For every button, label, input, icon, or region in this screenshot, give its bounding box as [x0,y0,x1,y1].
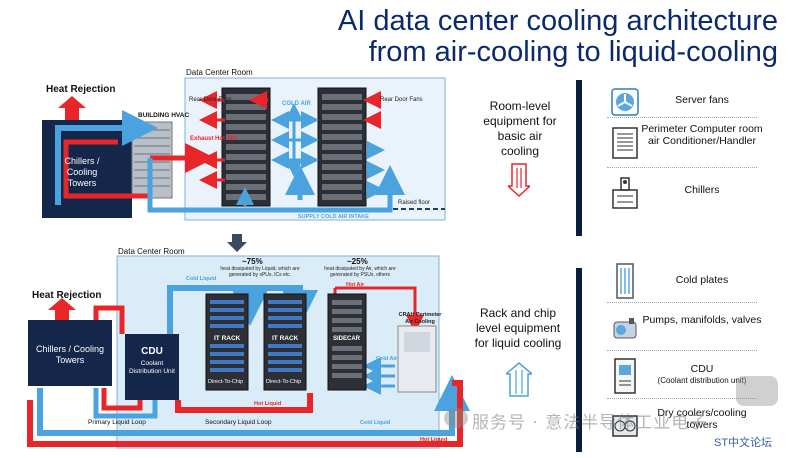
raised-floor-label: Raised floor [398,200,430,206]
room-level-text: Room-level equipment for basic air cooli… [483,99,557,158]
top-room-label: Data Center Room [186,68,253,77]
legend-server-fans-label: Server fans [675,94,729,106]
watermark-text: 服务号 · 意法半导体工业电子 [472,413,708,433]
legend-sep-5 [607,398,757,399]
cold-plate-icon [616,263,634,299]
heat-up-arrow [58,96,86,120]
liquid-cooling-diagram: Data Center Room Heat Rejection Cold Liq… [27,248,470,449]
legend-air-handler: Perimeter Computer room air Conditioner/… [605,121,763,169]
legend-sep-2 [607,167,757,168]
bottom-room-label: Data Center Room [118,248,185,256]
pct-air-desc: heat dissipated by Air, which are genera… [324,266,396,278]
cdu-title: CDU [141,346,163,357]
hot-liquid-mid-label: Hot Liquid [254,401,281,407]
bottom-heat-rejection-label: Heat Rejection [32,290,101,301]
legend-pumps: Pumps, manifolds, valves [605,306,762,354]
legend-sep-4 [607,350,757,351]
rack-level-cool-icon [506,362,532,397]
legend-sep-1 [607,117,757,118]
watermark-brand: ST中文论坛 [714,437,773,449]
legend-pumps-label: Pumps, manifolds, valves [642,314,762,326]
legend-chillers: Chillers [605,170,745,218]
legend-cdu-sub: (Coolant distribution unit) [657,376,747,385]
transition-down-arrow [227,234,247,252]
dtc-1-label: Direct-To-Chip [208,379,243,385]
rack-level-text: Rack and chip level equipment for liquid… [474,306,562,350]
room-level-heat-icon [508,163,530,198]
legend-cold-plates: Cold plates [605,258,745,306]
top-heat-rejection-label: Heat Rejection [46,84,115,95]
exhaust-hot-air-label: Exhaust Hot AIR [190,136,237,142]
dtc-2-label: Direct-To-Chip [266,379,301,385]
title-line-2: from air-cooling to liquid-cooling [368,36,778,68]
top-cold-air-label: COLD AIR [282,101,311,107]
air-cooling-diagram: Heat Rejection BUILDING HVAC Data Center… [42,68,446,221]
bottom-chillers-label: Chillers / Cooling Towers [35,344,105,365]
pct-air-label: ~25% [347,257,368,266]
dry-cooler-icon [612,415,638,437]
crah-label: CRAH Perimeter Air Cooling [398,312,442,325]
legend-top-bar [576,80,582,236]
fan-icon [611,88,639,116]
legend-server-fans: Server fans [605,80,745,128]
wechat-logo-icon [444,408,468,428]
legend-dry-coolers: Dry coolers/cooling towers [605,402,747,450]
it-rack-1-label: IT RACK [214,335,241,342]
secondary-loop-label: Secondary Liquid Loop [205,419,272,426]
hot-liquid-bottom-label: Hot Liquid [420,437,447,443]
sidecar-cold-air-label: Cold Air [376,356,398,362]
top-chillers-label: Chillers / Cooling Towers [64,156,100,188]
legend-cdu-label: CDU [690,363,714,375]
sidecar-label: SIDECAR [333,336,361,342]
pct-liquid-desc: heat dissipated by Liquid, which are gen… [220,266,300,278]
air-handler-icon [612,127,638,159]
sidecar-hot-air-label: Hot Air [346,282,365,288]
chiller-icon [612,177,638,209]
cdu-box [125,334,179,400]
legend-bottom-bar [576,268,582,452]
pump-icon [613,318,637,339]
legend-chillers-label: Chillers [684,184,720,196]
building-hvac-label: BUILDING HVAC [138,112,189,119]
legend-dry-coolers-label: Dry coolers/cooling towers [657,407,747,431]
page-title: AI data center cooling architecture from… [338,6,778,68]
rear-door-fans-left: Rear Door Fans [189,97,232,103]
legend-sep-3 [607,302,757,303]
rear-door-fans-right: Rear Door Fans [380,97,423,103]
supply-cold-air-label: SUPPLY COLD AIR INTAKE [298,214,369,220]
pct-liquid-label: ~75% [242,257,263,266]
primary-loop-label: Primary Liquid Loop [88,419,146,426]
title-line-1: AI data center cooling architecture [337,5,778,37]
cold-liquid-top-label: Cold Liquid [186,276,216,282]
cold-liquid-bottom-label: Cold Liquid [360,420,390,426]
cdu-sub: Coolant Distribution Unit [129,360,175,375]
legend-air-handler-label: Perimeter Computer room air Conditioner/… [641,123,763,147]
bottom-chillers-box [28,320,112,386]
legend-cdu: CDU (Coolant distribution unit) [605,353,746,401]
cdu-icon [614,358,636,394]
it-rack-2-label: IT RACK [272,335,299,342]
forum-logo-icon [736,376,778,406]
legend-cold-plates-label: Cold plates [675,274,729,286]
bottom-heat-up-arrow [48,298,76,320]
